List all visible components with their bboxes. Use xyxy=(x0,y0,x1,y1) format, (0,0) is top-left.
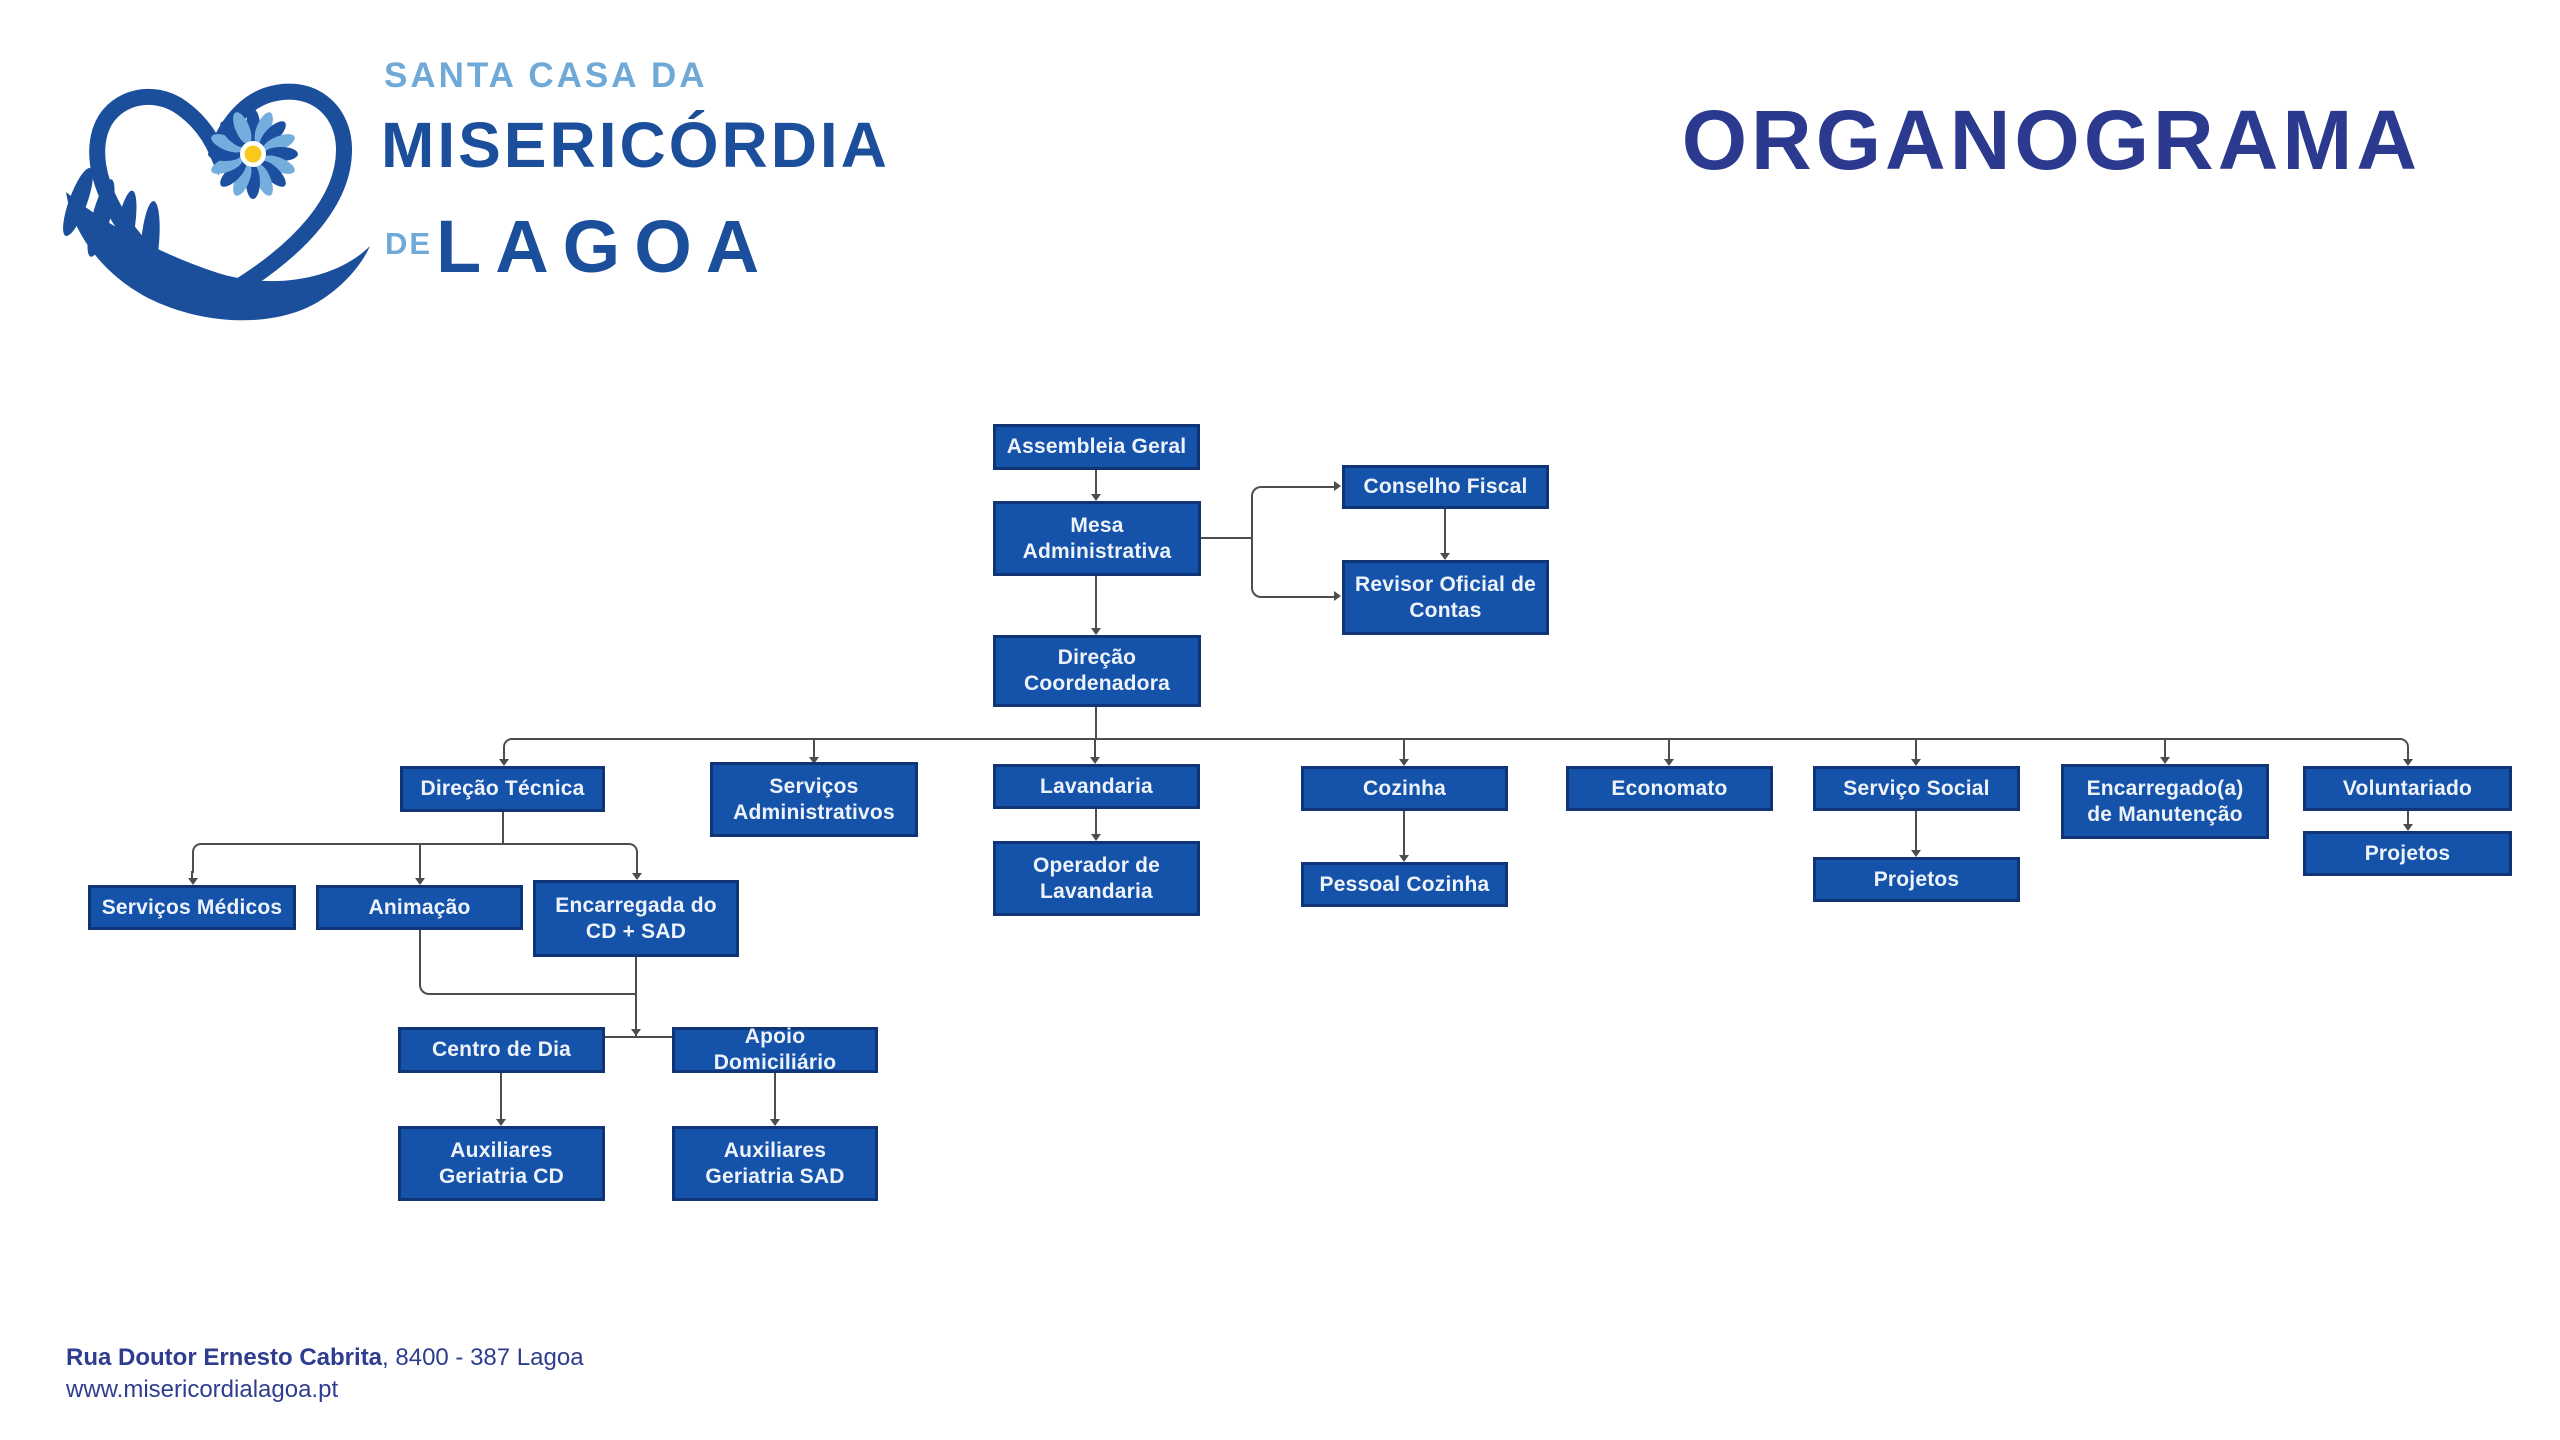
connector xyxy=(635,955,637,1037)
page-title: ORGANOGRAMA xyxy=(1681,93,2421,187)
connector xyxy=(774,1073,776,1120)
footer-address-street: Rua Doutor Ernesto Cabrita xyxy=(66,1344,383,1371)
org-node-auxiliares-geriatria-cd: Auxiliares Geriatria CD xyxy=(398,1126,605,1201)
brand-line-misericordia: MISERICÓRDIA xyxy=(381,109,890,181)
connector xyxy=(813,740,815,758)
arrowhead xyxy=(499,759,509,766)
connector xyxy=(1095,809,1097,835)
connector xyxy=(1094,740,1096,758)
arrowhead xyxy=(1911,759,1921,766)
arrowhead xyxy=(1664,759,1674,766)
org-node-direcao-tecnica: Direção Técnica xyxy=(400,766,605,812)
arrowhead xyxy=(188,878,198,885)
org-node-direcao-coordenadora: Direção Coordenadora xyxy=(993,635,1201,707)
org-node-projetos-voluntariado: Projetos xyxy=(2303,831,2512,876)
org-node-voluntariado: Voluntariado xyxy=(2303,766,2512,811)
org-node-apoio-domiciliario: Apoio Domiciliário xyxy=(672,1025,878,1074)
org-node-pessoal-cozinha: Pessoal Cozinha xyxy=(1301,862,1508,907)
arrowhead xyxy=(631,1029,641,1036)
connector xyxy=(2164,740,2166,758)
arrowhead xyxy=(1091,628,1101,635)
org-node-encarregada-cd-sad: Encarregada do CD + SAD xyxy=(533,880,739,957)
arrowhead xyxy=(415,878,425,885)
connector xyxy=(191,871,193,878)
org-node-cozinha: Cozinha xyxy=(1301,766,1508,811)
org-node-auxiliares-geriatria-sad: Auxiliares Geriatria SAD xyxy=(672,1126,878,1201)
org-node-mesa-administrativa: Mesa Administrativa xyxy=(993,501,1201,576)
connector xyxy=(1668,740,1670,760)
arrowhead xyxy=(809,757,819,764)
connector xyxy=(500,1073,502,1120)
connector xyxy=(1095,576,1097,629)
connector xyxy=(1095,707,1097,738)
org-node-servicos-medicos: Serviços Médicos xyxy=(88,885,296,930)
arrowhead xyxy=(1334,481,1341,491)
connector xyxy=(1403,811,1405,856)
org-node-operador-lavandaria: Operador de Lavandaria xyxy=(993,841,1200,916)
arrowhead xyxy=(1399,855,1409,862)
connector xyxy=(502,812,504,843)
arrowhead xyxy=(1399,759,1409,766)
connector xyxy=(1095,470,1097,495)
connector xyxy=(1915,740,1917,760)
org-node-animacao: Animação xyxy=(316,885,523,930)
footer-address: Rua Doutor Ernesto Cabrita, 8400 - 387 L… xyxy=(66,1342,584,1374)
arrowhead xyxy=(770,1119,780,1126)
connector xyxy=(419,845,421,878)
brand-line-de: DE xyxy=(385,226,433,261)
connector xyxy=(1251,486,1337,598)
arrowhead xyxy=(1334,591,1341,601)
connector xyxy=(1915,811,1917,851)
org-node-servicos-administrativos: Serviços Administrativos xyxy=(710,762,918,837)
org-node-economato: Economato xyxy=(1566,766,1773,811)
arrowhead xyxy=(632,873,642,880)
connector xyxy=(605,1036,673,1038)
brand-line-lagoa: LAGOA xyxy=(436,205,774,288)
flower-icon xyxy=(208,109,298,199)
arrowhead xyxy=(2160,757,2170,764)
org-node-projetos-servico-social: Projetos xyxy=(1813,857,2020,902)
connector xyxy=(1201,537,1253,539)
arrowhead xyxy=(1091,494,1101,501)
footer-address-postal: , 8400 - 387 Lagoa xyxy=(382,1344,584,1371)
org-node-lavandaria: Lavandaria xyxy=(993,764,1200,809)
arrowhead xyxy=(1090,757,1100,764)
arrowhead xyxy=(496,1119,506,1126)
org-node-centro-de-dia: Centro de Dia xyxy=(398,1027,605,1073)
connector xyxy=(2407,811,2409,825)
org-node-encarregado-manutencao: Encarregado(a) de Manutenção xyxy=(2061,764,2269,839)
brand-line-santa-casa-da: SANTA CASA DA xyxy=(384,56,708,95)
logo-heart-hand-flower-icon xyxy=(63,83,370,321)
arrowhead xyxy=(1440,553,1450,560)
footer: Rua Doutor Ernesto Cabrita, 8400 - 387 L… xyxy=(66,1342,584,1405)
org-node-revisor-oficial-contas: Revisor Oficial de Contas xyxy=(1342,560,1549,635)
org-node-assembleia-geral: Assembleia Geral xyxy=(993,424,1200,470)
arrowhead xyxy=(2403,759,2413,766)
arrowhead xyxy=(2403,824,2413,831)
connector-elbow xyxy=(419,926,637,995)
connector xyxy=(1403,740,1405,760)
connector xyxy=(1444,507,1446,553)
arrowhead xyxy=(1091,834,1101,841)
org-node-conselho-fiscal: Conselho Fiscal xyxy=(1342,465,1549,509)
connector-bracket xyxy=(192,843,638,873)
org-node-servico-social: Serviço Social xyxy=(1813,766,2020,811)
footer-website: www.misericordialagoa.pt xyxy=(66,1375,339,1403)
arrowhead xyxy=(1911,850,1921,857)
connector-spine xyxy=(503,738,2409,759)
